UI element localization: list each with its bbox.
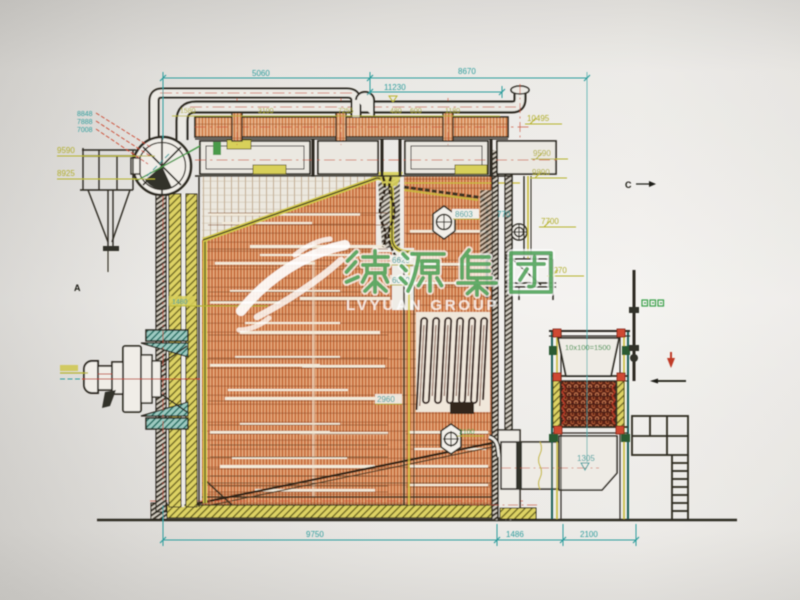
svg-text:1480: 1480: [172, 299, 188, 306]
svg-text:2100: 2100: [580, 530, 598, 539]
svg-text:10495: 10495: [527, 114, 550, 123]
svg-text:1486: 1486: [506, 530, 524, 539]
svg-text:8603: 8603: [455, 210, 473, 219]
svg-text:770: 770: [497, 210, 511, 219]
svg-text:11230: 11230: [384, 83, 406, 92]
svg-text:C: C: [625, 180, 632, 190]
svg-text:5060: 5060: [252, 69, 270, 78]
svg-text:7888: 7888: [77, 119, 93, 126]
svg-text:2100: 2100: [459, 429, 475, 436]
svg-text:3100: 3100: [258, 108, 274, 115]
svg-text:9750: 9750: [306, 530, 324, 539]
svg-text:10x100=1500: 10x100=1500: [565, 343, 611, 352]
svg-text:8925: 8925: [57, 169, 75, 178]
svg-text:6620: 6620: [392, 256, 410, 265]
svg-text:2960: 2960: [377, 395, 395, 404]
svg-text:1180: 1180: [445, 108, 460, 115]
svg-text:LVYUAN GROUP: LVYUAN GROUP: [346, 297, 499, 314]
svg-text:8848: 8848: [77, 111, 93, 118]
svg-text:8670: 8670: [458, 67, 476, 76]
svg-text:480: 480: [390, 108, 402, 115]
svg-text:7255: 7255: [338, 108, 354, 115]
svg-text:1580: 1580: [180, 108, 196, 115]
svg-text:1305: 1305: [577, 454, 595, 463]
svg-text:9590: 9590: [57, 146, 75, 155]
svg-text:A: A: [74, 283, 81, 293]
svg-text:600: 600: [410, 108, 422, 115]
svg-text:7008: 7008: [77, 127, 93, 134]
